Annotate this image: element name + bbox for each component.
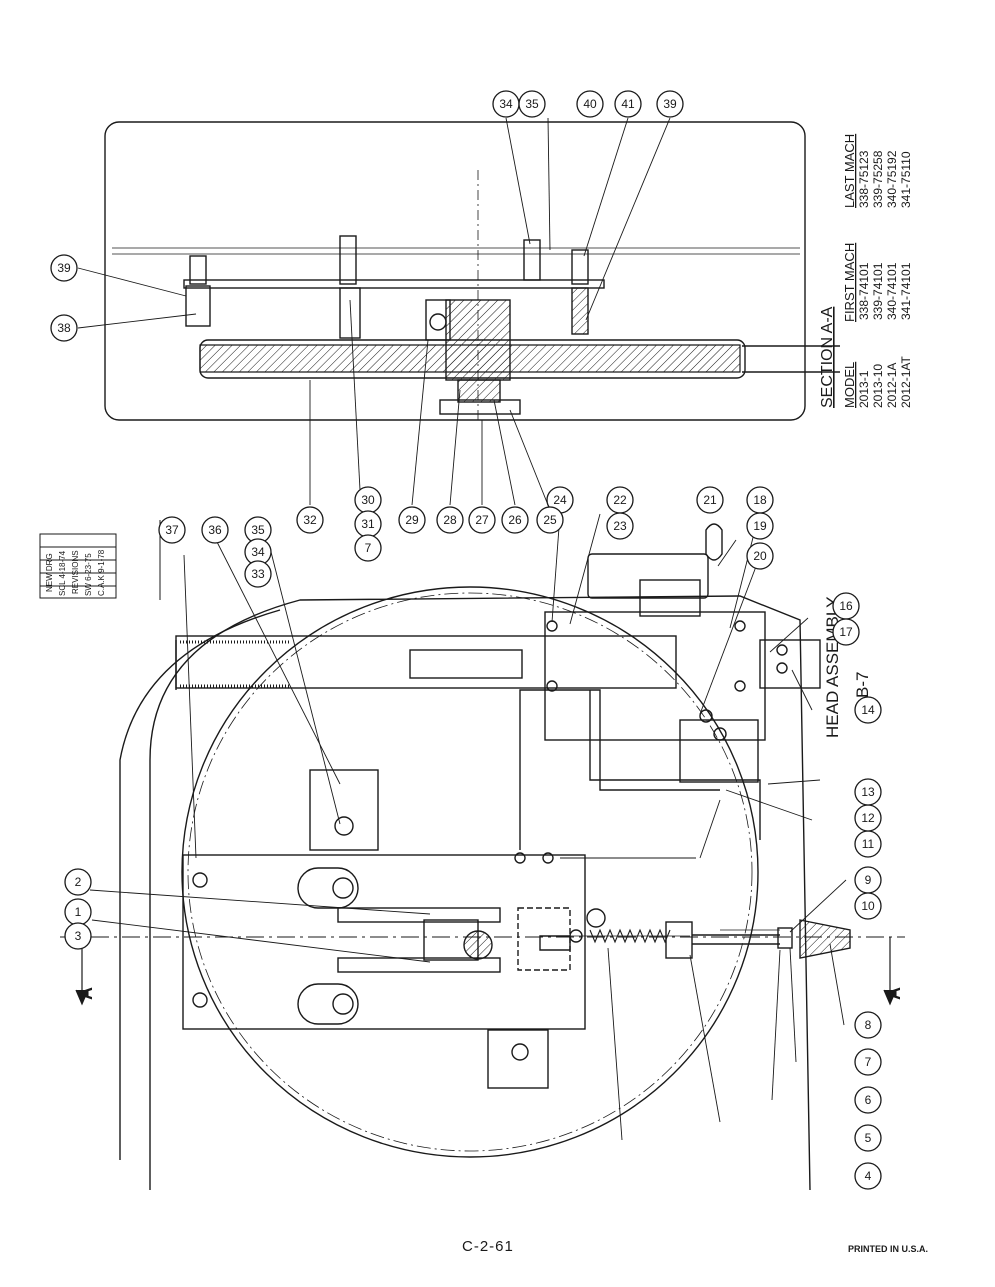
page-number: C-2-61 — [462, 1238, 514, 1255]
lower-bracket — [487, 1029, 549, 1089]
callout-40: 40 — [583, 97, 597, 111]
guide-bearing — [463, 930, 493, 960]
callout-39-left: 39 — [57, 261, 71, 275]
callout-39-right: 39 — [663, 97, 677, 111]
callout-22: 22 — [613, 493, 627, 507]
callout-29: 29 — [405, 513, 419, 527]
callout-8: 8 — [865, 1018, 872, 1032]
section-title: SECTION A-A — [819, 306, 836, 408]
revision-row-2: SCL 4-18-74 — [58, 550, 67, 596]
callout-37: 37 — [165, 523, 179, 537]
model-row-1-first: 338-74101 — [857, 262, 871, 320]
callout-33: 33 — [251, 567, 265, 581]
top-rail — [175, 635, 677, 689]
callout-24: 24 — [553, 493, 567, 507]
crank-knob — [705, 523, 723, 561]
model-row-3-first: 340-74101 — [885, 262, 899, 320]
callout-20: 20 — [753, 549, 767, 563]
callout-bubbles — [50, 90, 882, 1190]
callout-13: 13 — [861, 785, 875, 799]
guide-foot — [799, 919, 851, 959]
model-row-3-last: 340-75192 — [885, 150, 899, 208]
callout-35: 35 — [251, 523, 265, 537]
revision-row-1: NEW DRG — [45, 553, 54, 592]
callout-6: 6 — [865, 1093, 872, 1107]
model-row-1-last: 338-75123 — [857, 150, 871, 208]
model-row-4-model: 2012-1AT — [899, 356, 913, 408]
adjuster-block — [679, 719, 759, 783]
callout-10: 10 — [861, 899, 875, 913]
callout-11: 11 — [862, 837, 875, 851]
callout-35-section: 35 — [525, 97, 539, 111]
model-header: MODEL — [842, 362, 857, 408]
callout-7-section: 7 — [365, 541, 372, 555]
callout-38: 38 — [57, 321, 71, 335]
revision-row-5: C.A.K 9-1-78 — [97, 549, 106, 596]
callout-2: 2 — [75, 875, 82, 889]
section-marker-left: A — [76, 987, 96, 1000]
callout-17: 17 — [839, 625, 853, 639]
tension-spring — [566, 928, 690, 944]
model-row-4-first: 341-74101 — [899, 262, 913, 320]
blade-wheel — [181, 586, 759, 1158]
section-back-plate — [183, 279, 605, 289]
section-leader-lines — [77, 117, 671, 506]
revision-rows: NEW DRG SCL 4-18-74 REVISIONS SW 6-23-75… — [45, 549, 106, 596]
model-row-2-model: 2013-10 — [871, 364, 885, 408]
model-table: SECTION A-A MODEL FIRST MACH LAST MACH 2… — [819, 134, 913, 408]
model-row-1-model: 2013-1 — [857, 370, 871, 408]
callout-19: 19 — [753, 519, 767, 533]
spring-collar — [665, 921, 693, 959]
callout-14: 14 — [861, 703, 875, 717]
callout-12: 12 — [861, 811, 875, 825]
callout-34-section: 34 — [499, 97, 513, 111]
last-mach-header: LAST MACH — [842, 134, 857, 208]
section-hub — [445, 299, 511, 381]
section-cut-markers — [60, 936, 905, 1006]
crank-arm — [587, 553, 709, 599]
revision-row-4: SW 6-23-75 — [84, 553, 93, 596]
section-bearing — [429, 313, 447, 331]
callout-25: 25 — [543, 513, 557, 527]
head-assembly-view — [89, 509, 851, 1191]
section-housing — [104, 121, 806, 421]
callout-5: 5 — [865, 1131, 872, 1145]
housing-outline — [149, 595, 811, 1191]
callout-4: 4 — [865, 1169, 872, 1183]
callout-31: 31 — [361, 517, 375, 531]
callout-41: 41 — [621, 97, 635, 111]
guide-bracket-plate — [182, 854, 586, 1030]
model-row-2-last: 339-75258 — [871, 150, 885, 208]
callout-labels: 2 1 3 37 36 35 34 33 9 10 8 7 6 5 4 11 1… — [57, 97, 875, 1183]
callout-21: 21 — [703, 493, 717, 507]
model-row-2-first: 339-74101 — [871, 262, 885, 320]
callout-7: 7 — [865, 1055, 872, 1069]
callout-26: 26 — [508, 513, 522, 527]
callout-30: 30 — [361, 493, 375, 507]
callout-36: 36 — [208, 523, 222, 537]
callout-34: 34 — [251, 545, 265, 559]
revision-row-3: REVISIONS — [71, 550, 80, 594]
callout-1: 1 — [75, 905, 82, 919]
callout-16: 16 — [839, 599, 853, 613]
callout-9: 9 — [865, 873, 872, 887]
first-mach-header: FIRST MACH — [842, 243, 857, 322]
model-row-4-last: 341-75110 — [899, 151, 913, 208]
callout-32: 32 — [303, 513, 317, 527]
upper-carriage — [544, 611, 766, 741]
main-leader-lines — [89, 509, 847, 1141]
assembly-code: B-7 — [853, 672, 872, 698]
callout-28: 28 — [443, 513, 457, 527]
callout-3: 3 — [75, 929, 82, 943]
clamp-block — [759, 639, 821, 689]
printed-note: PRINTED IN U.S.A. — [848, 1244, 929, 1254]
side-bracket — [309, 769, 379, 851]
callout-23: 23 — [613, 519, 627, 533]
callout-27: 27 — [475, 513, 489, 527]
section-view — [77, 117, 840, 506]
callout-18: 18 — [753, 493, 767, 507]
section-marker-right: A — [884, 987, 904, 1000]
model-row-3-model: 2012-1A — [885, 363, 899, 408]
